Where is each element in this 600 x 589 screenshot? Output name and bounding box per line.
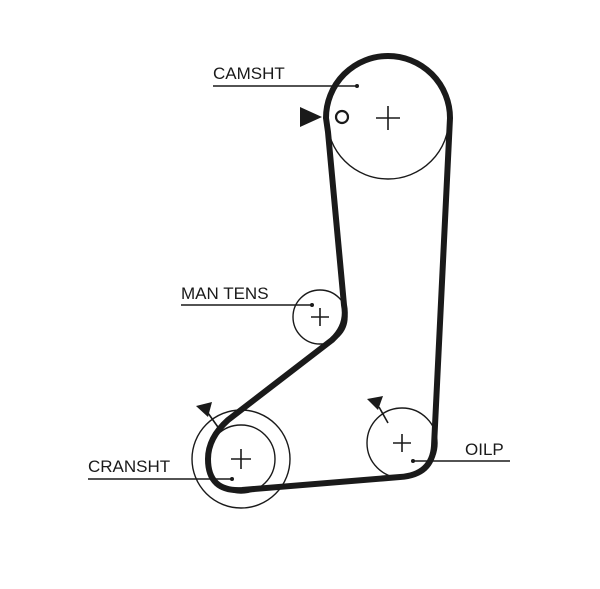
tensioner-label: MAN TENS xyxy=(181,284,269,303)
camshaft-timing-mark xyxy=(334,109,350,125)
oil-pump-label: OILP xyxy=(465,440,504,459)
tensioner-callout: MAN TENS xyxy=(181,284,314,307)
crankshaft-callout: CRANSHT xyxy=(88,457,234,481)
oil-pump-timing-arrow xyxy=(367,396,383,410)
camshaft-pulley xyxy=(300,56,450,180)
camshaft-callout: CAMSHT xyxy=(213,64,359,88)
camshaft-timing-arrow xyxy=(300,107,322,127)
timing-belt xyxy=(205,53,453,494)
camshaft-label: CAMSHT xyxy=(213,64,285,83)
crankshaft-label: CRANSHT xyxy=(88,457,170,476)
oil-pump-callout: OILP xyxy=(411,440,510,463)
